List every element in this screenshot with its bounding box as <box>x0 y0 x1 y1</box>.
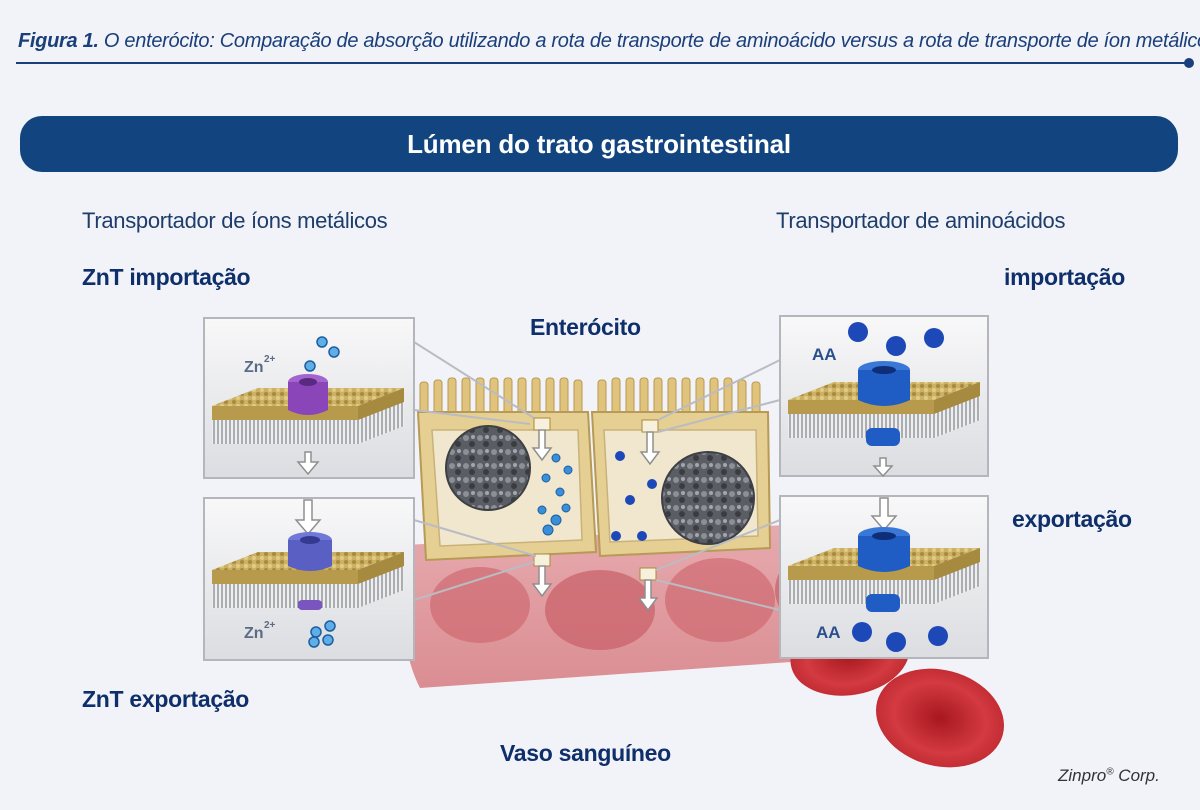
figure-caption-lead: Figura 1. <box>18 30 99 52</box>
lumen-banner-title: Lúmen do trato gastrointestinal <box>407 128 791 159</box>
image-credit: Zinpro® Corp. <box>1058 766 1160 786</box>
figure-caption-text: O enterócito: Comparação de absorção uti… <box>98 30 1200 52</box>
zinc-import-label-group: Zn 2+ <box>244 354 276 376</box>
znt-export-label: ZnT exportação <box>82 686 250 712</box>
aa-import-label: AA <box>812 345 837 364</box>
zinc-export-label-group: Zn 2+ <box>244 620 276 642</box>
caption-rule <box>16 62 1188 64</box>
aa-export-heading: exportação <box>1012 506 1132 532</box>
credit-name: Zinpro <box>1058 766 1107 785</box>
aa-transporter-label: Transportador de aminoácidos <box>776 208 1066 233</box>
caption-rule-dot <box>1184 58 1194 68</box>
blood-vessel-label: Vaso sanguíneo <box>500 740 671 766</box>
zinc-import-label: Zn <box>244 359 264 376</box>
enterocyte-label: Enterócito <box>530 314 641 340</box>
connector-lines <box>413 341 781 611</box>
figure-caption: Figura 1. O enterócito: Comparação de ab… <box>18 30 1200 53</box>
zinc-import-charge: 2+ <box>264 354 276 365</box>
metal-transporter-label: Transportador de íons metálicos <box>82 208 388 233</box>
znt-import-label: ZnT importação <box>82 264 251 290</box>
enterocyte-cells <box>416 377 772 612</box>
zinc-export-label: Zn <box>244 625 264 642</box>
zinc-export-charge: 2+ <box>264 620 276 631</box>
aa-import-heading: importação <box>1004 264 1125 290</box>
zinc-export-panel <box>203 497 415 661</box>
lumen-banner: Lúmen do trato gastrointestinal <box>20 116 1178 172</box>
credit-suffix: Corp. <box>1113 766 1160 785</box>
aa-import-panel <box>779 315 989 478</box>
aa-export-label: AA <box>816 623 841 642</box>
zinc-import-panel <box>203 317 415 479</box>
credit-mark: ® <box>1106 766 1114 778</box>
aa-export-panel <box>779 495 989 659</box>
